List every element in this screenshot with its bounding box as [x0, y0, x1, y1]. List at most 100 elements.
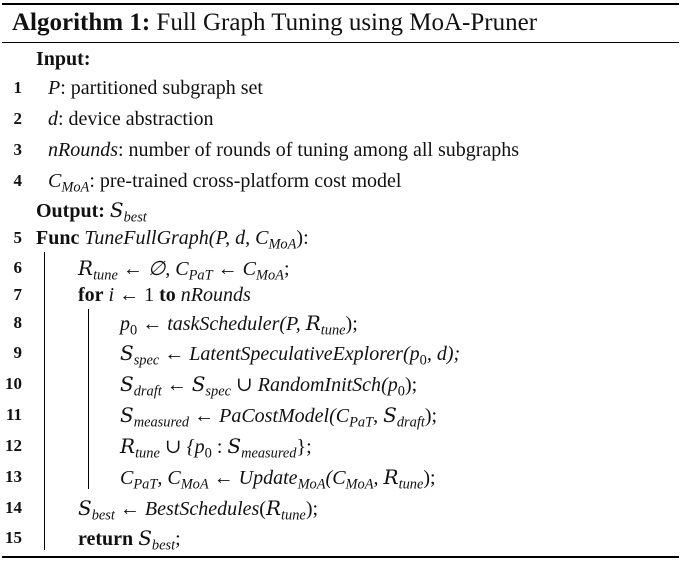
var-c: C	[48, 170, 62, 192]
assign: ← C	[212, 258, 256, 280]
subscript: tune	[135, 445, 160, 462]
line-number: 1	[13, 78, 23, 97]
subscript: measured	[133, 414, 190, 431]
line-13: 13 CPaT, CMoA ← UpdateMoA(CMoA, Rtune);	[0, 463, 681, 493]
top-rule	[2, 3, 679, 5]
assign: ←	[208, 467, 239, 489]
subscript: MoA	[297, 476, 326, 493]
subscript: MoA	[345, 476, 374, 493]
func-keyword: Func	[36, 227, 80, 249]
line-15-code: return Sbest;	[78, 524, 181, 553]
input-keyword: Input:	[36, 48, 91, 70]
line-6: 6 Rtune ← ∅, CPaT ← CMoA;	[0, 254, 681, 284]
line-2: 2 d: device abstraction	[0, 105, 681, 133]
line-number: 13	[5, 467, 22, 486]
args: (	[259, 498, 266, 520]
var-d: d	[48, 108, 58, 130]
line-11-code: Smeasured ← PaCostModel(CPaT, Sdraft);	[120, 401, 437, 430]
subscript: spec	[205, 383, 231, 400]
comma: ,	[373, 467, 384, 489]
var-s: S	[120, 341, 134, 365]
line-number: 12	[5, 436, 22, 455]
subscript: best	[91, 507, 115, 524]
line-7: 7 for i ← 1 to nRounds	[0, 281, 681, 309]
return-keyword: return	[78, 528, 134, 550]
var-c: , C	[157, 467, 181, 489]
desc-text: : partitioned subgraph set	[60, 77, 263, 99]
func-args: (P, d, C	[208, 227, 269, 249]
args: (p	[381, 374, 398, 396]
subscript: measured	[241, 445, 297, 462]
var-p0: p	[120, 313, 130, 335]
line-5-code: Func TuneFullGraph(P, d, CMoA):	[36, 224, 309, 252]
line-11: 11 Smeasured ← PaCostModel(CPaT, Sdraft)…	[0, 401, 681, 430]
line-14: 14 Sbest ← BestSchedules(Rtune);	[0, 494, 681, 524]
subscript: best	[123, 209, 147, 226]
var-s: S	[191, 372, 206, 396]
fn-pacostmodel: PaCostModel	[219, 405, 330, 427]
to-keyword: to	[159, 284, 176, 306]
line-number: 8	[13, 313, 23, 332]
colon: :	[211, 436, 228, 458]
line-2-code: d: device abstraction	[48, 105, 214, 133]
close: );	[345, 313, 358, 335]
output-keyword: Output:	[36, 200, 105, 222]
var-s: S	[383, 403, 397, 427]
args: (C	[329, 405, 350, 427]
var-r: R	[78, 256, 94, 280]
line-number: 6	[13, 258, 23, 277]
line-number: 3	[13, 140, 23, 159]
bottom-rule	[2, 556, 679, 558]
line-12-code: Rtune ∪ {p0 : Smeasured};	[120, 432, 312, 461]
subscript: tune	[93, 267, 118, 284]
var-c: C	[120, 467, 134, 489]
title-rule	[2, 42, 679, 43]
var-r: R	[383, 465, 399, 489]
subscript: 0	[397, 383, 405, 400]
output-code: Output: Sbest	[36, 196, 147, 225]
fn-latent-explorer: LatentSpeculativeExplorer	[189, 343, 403, 365]
semicolon: ;	[283, 258, 290, 280]
line-1-code: P: partitioned subgraph set	[48, 74, 263, 102]
input-line: Input:	[0, 45, 681, 73]
desc-text: : number of rounds of tuning among all s…	[118, 139, 520, 161]
var-p: P	[48, 77, 61, 99]
line-number: 15	[5, 528, 22, 547]
subscript: MoA	[180, 476, 209, 493]
subscript: draft	[133, 383, 162, 400]
args: (p	[402, 343, 420, 365]
subscript: PaT	[349, 414, 374, 431]
args: (P,	[279, 313, 306, 335]
close: );	[404, 374, 418, 396]
for-keyword: for	[78, 284, 104, 306]
fn-task-scheduler: taskScheduler	[167, 313, 280, 335]
line-12: 12 Rtune ∪ {p0 : Smeasured};	[0, 432, 681, 461]
line-number: 4	[13, 171, 23, 190]
func-name: TuneFullGraph	[84, 227, 209, 249]
comma: ,	[373, 405, 384, 427]
var-i: i	[108, 284, 115, 306]
args: (C	[325, 467, 346, 489]
line-10: 10 Sdraft ← Sspec ∪ RandomInitSch(p0);	[0, 370, 681, 400]
desc-text: : pre-trained cross-platform cost model	[89, 170, 402, 192]
line-8-code: p0 ← taskScheduler(P, Rtune);	[120, 309, 358, 338]
assign: ← 1	[114, 284, 160, 306]
fn-update: Update	[238, 467, 298, 489]
line-1: 1 P: partitioned subgraph set	[0, 74, 681, 102]
subscript: tune	[281, 507, 306, 524]
subscript: 0	[419, 352, 427, 369]
line-5: 5 Func TuneFullGraph(P, d, CMoA):	[0, 224, 681, 252]
subscript: MoA	[268, 236, 297, 253]
var-nrounds: nRounds	[180, 284, 251, 306]
var-r: R	[305, 311, 321, 335]
assign: ←	[137, 313, 168, 335]
line-number: 9	[13, 343, 23, 362]
subscript: tune	[320, 322, 346, 339]
subscript: PaT	[133, 476, 158, 493]
algorithm-title: Algorithm 1: Full Graph Tuning using MoA…	[12, 6, 537, 40]
close: );	[423, 467, 436, 489]
fn-random-init: RandomInitSch	[257, 374, 382, 396]
var-s: S	[120, 403, 134, 427]
line-4: 4 CMoA: pre-trained cross-platform cost …	[0, 167, 681, 195]
